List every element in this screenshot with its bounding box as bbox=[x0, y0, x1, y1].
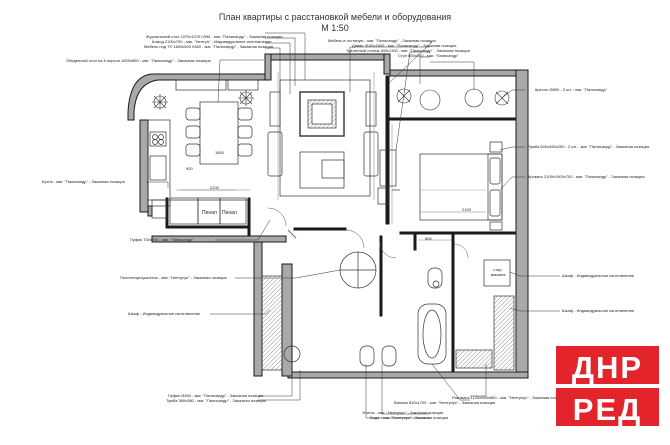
label-shkaf-right-1: Шкаф - Индивидуальное изготовление bbox=[562, 273, 635, 278]
bathroom-fixtures bbox=[261, 229, 515, 371]
dimension-2100-b: 2100 bbox=[462, 207, 471, 212]
dimension-1800: 1800 bbox=[215, 150, 224, 155]
dimension-900: 900 bbox=[186, 166, 193, 171]
bedroom-furniture bbox=[391, 124, 503, 231]
label-penal-2: Пенал bbox=[222, 210, 237, 216]
label-vanna: Ванная 810x1700 - маг. "Нептунус" - Зака… bbox=[394, 400, 496, 405]
scale-label: М 1:50 bbox=[321, 23, 349, 33]
label-toilet-table: Туалетный столик 400x1100 - маг. "Палиса… bbox=[346, 48, 470, 53]
dimension-lines bbox=[176, 189, 486, 241]
label-shkaf-left: Шкаф - Индивидуальное изготовление bbox=[128, 311, 201, 316]
label-unitaz: Унитаз - маг. "Нептунус" - Заказная пози… bbox=[362, 410, 444, 415]
dining-table bbox=[180, 101, 253, 191]
label-chair: Стул 650x650 - маг. "Палисандр" bbox=[398, 53, 459, 58]
dimension-2100-a: 2100 bbox=[210, 185, 219, 190]
label-dining-table: Обеденный стол на 6 персон 1800x850 - ма… bbox=[66, 58, 211, 63]
dimension-800: 800 bbox=[425, 236, 432, 241]
label-tumba: Тумба 600x450x250 - 2 шт. - маг. "Палиса… bbox=[528, 144, 650, 149]
label-rakovina: Раковина 1120x550x850 - маг. "Нептунус" … bbox=[452, 395, 566, 400]
label-bed: Кровать 2100x1900x700 - маг. "Палисандр"… bbox=[528, 174, 645, 179]
label-polotence: Полотенцесушитель - маг. "Нептунус" - За… bbox=[120, 275, 227, 280]
label-divan: Диван 3100x1600 - маг. "Палисандр" - Зак… bbox=[352, 43, 457, 48]
label-armchair: Кресло Ø800 - 2 шт. - маг. "Палисандр" bbox=[535, 87, 608, 92]
label-puf: Пуфик 700x700 - маг. "Палисандр" bbox=[130, 237, 194, 242]
label-shkaf-right-2: Шкаф - Индивидуальное изготовление bbox=[562, 308, 635, 313]
label-bide: Биде - маг. "Нептунус" - Заказная позици… bbox=[370, 415, 449, 420]
label-living: Мебель в гостиную - маг. "Палисандр" - З… bbox=[328, 38, 436, 43]
door-arcs bbox=[267, 207, 469, 259]
label-komod: Комод 2100x700 - маг. "Нептун" - Индивид… bbox=[152, 39, 272, 44]
label-puf-bottom: Пуфик Ø450 - маг. "Палисандр" - Заказная… bbox=[168, 393, 264, 398]
page-title: План квартиры с расстановкой мебели и об… bbox=[218, 12, 452, 22]
label-washing-machine: стир. машина bbox=[490, 267, 506, 277]
label-kitchen: Кухня - маг. "Палисандр" - Заказная пози… bbox=[42, 179, 125, 184]
label-journal-table: Журнальный стол 1070x1070 h390 - маг. "П… bbox=[146, 34, 283, 39]
plant-pot-icon bbox=[396, 88, 510, 111]
plant-icon bbox=[152, 90, 254, 110]
label-tumba-bottom: Тумба 380x380 - маг. "Палисандр" - Заказ… bbox=[166, 398, 266, 403]
svg-text:ДНР: ДНР bbox=[572, 350, 643, 385]
label-penal-1: Пенал bbox=[202, 210, 217, 216]
label-tv-furniture: Мебель под TV 1800x500 h380 - маг. "Пали… bbox=[144, 44, 274, 49]
logo-watermark: ДНР РЕД bbox=[556, 346, 659, 426]
living-room-furniture bbox=[267, 72, 400, 205]
kitchen-block bbox=[147, 79, 259, 225]
svg-text:РЕД: РЕД bbox=[573, 392, 642, 426]
leader-lines bbox=[146, 32, 560, 419]
